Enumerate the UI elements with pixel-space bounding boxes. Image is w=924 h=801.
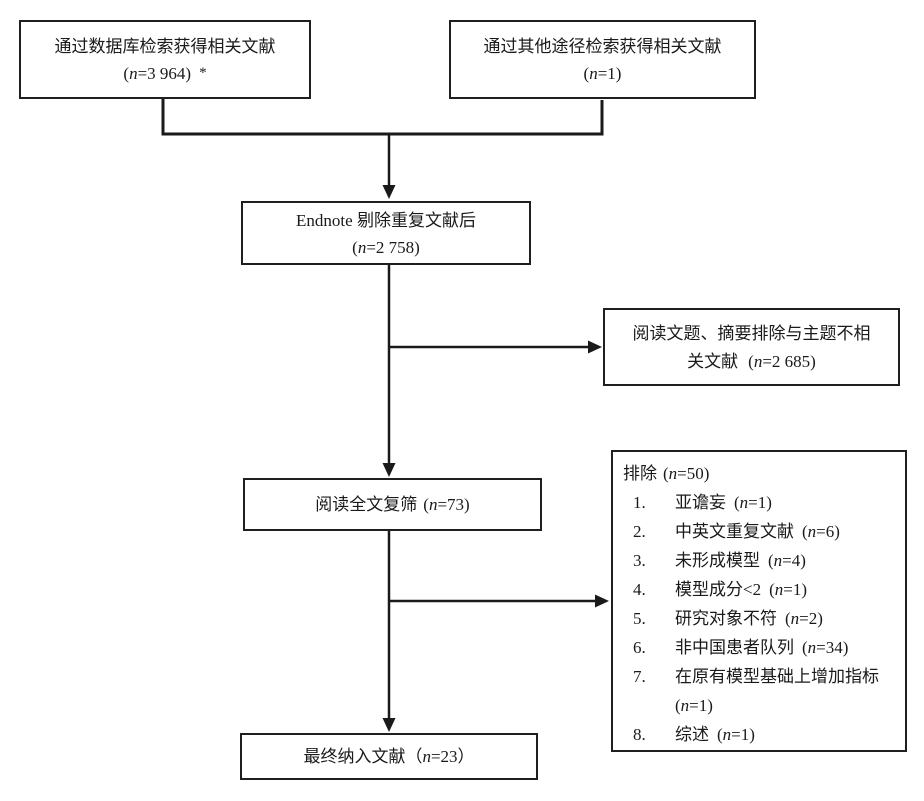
box-database-search-label: 通过数据库检索获得相关文献 [54,37,276,56]
box-after-deduplication-label: Endnote 剔除重复文献后 [296,211,476,230]
exclusion-item-8: 8.综述(n=1) [633,725,755,744]
arrowhead-final [382,718,396,732]
exclusion-item-4: 4.模型成分<2(n=1) [633,580,808,599]
box-other-sources-label: 通过其他途径检索获得相关文献 [483,37,722,56]
arrowhead-fulltext [382,463,396,477]
box-title-abstract-excluded: 阅读文题、摘要排除与主题不相 关文献(n=2 685) [603,308,900,386]
box-title-abstract-line1: 阅读文题、摘要排除与主题不相 [632,324,871,343]
arrowhead-titleabs [588,340,602,354]
footnote-asterisk: * [199,65,207,81]
box-final-included-label: 最终纳入文献（n=23） [303,747,475,766]
exclusion-item-3: 3.未形成模型(n=4) [633,551,806,570]
box-title-abstract-line2: 关文献(n=2 685) [687,352,816,371]
exclusion-item-2: 2.中英文重复文献(n=6) [633,522,840,541]
box-other-sources-count: (n=1) [583,64,622,83]
box-database-search-count: (n=3 964)* [123,64,207,83]
box-after-deduplication-count: (n=2 758) [352,238,420,257]
merge-bracket-line [161,99,604,136]
box-final-included: 最终纳入文献（n=23） [240,733,538,780]
exclusion-item-1: 1.亚谵妄(n=1) [633,493,772,512]
arrowhead-endnote [382,185,396,199]
exclusion-header: 排除(n=50) [623,464,710,483]
box-other-sources: 通过其他途径检索获得相关文献 (n=1) [449,20,756,99]
exclusion-item-6: 6.非中国患者队列(n=34) [633,638,849,657]
exclusion-item-5: 5.研究对象不符(n=2) [633,609,823,628]
box-database-search: 通过数据库检索获得相关文献 (n=3 964)* [19,20,311,99]
arrowhead-exclusion [595,594,609,608]
box-fulltext-review-label: 阅读全文复筛(n=73) [315,495,470,514]
box-fulltext-review: 阅读全文复筛(n=73) [243,478,542,531]
exclusion-item-7: 7.在原有模型基础上增加指标(n=1) [633,667,879,715]
box-exclusion-reasons: 排除(n=50) 1.亚谵妄(n=1) 2.中英文重复文献(n=6) 3.未形成… [611,450,907,752]
box-after-deduplication: Endnote 剔除重复文献后 (n=2 758) [241,201,531,265]
